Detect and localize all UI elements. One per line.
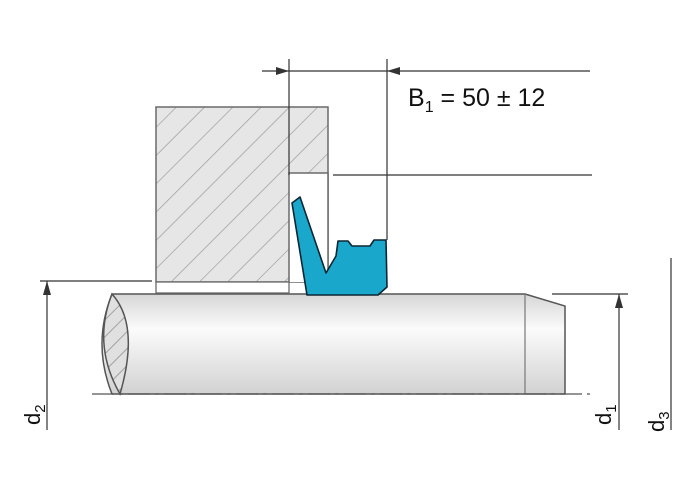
- d2-main: d: [20, 413, 45, 425]
- b1-label: B1 = 50 ± 12: [408, 84, 545, 116]
- groove-outline: [288, 172, 329, 282]
- d1-sub: 1: [603, 404, 620, 412]
- b1-value: = 50 ± 12: [434, 84, 546, 112]
- d3-sub: 3: [656, 411, 673, 419]
- b1-arrow-right: [387, 67, 400, 75]
- d3-label: d3: [644, 411, 673, 432]
- d1-main: d: [591, 413, 616, 425]
- b1-arrow-left: [276, 67, 289, 75]
- d1-arrow: [615, 294, 623, 308]
- d1-label: d1: [591, 404, 620, 425]
- b1-main: B: [408, 84, 425, 112]
- shaft: [101, 293, 566, 395]
- b1-sub: 1: [425, 99, 434, 116]
- d3-main: d: [644, 420, 669, 432]
- housing-bore-strip: [155, 281, 290, 294]
- d2-arrow: [43, 281, 51, 295]
- d2-sub: 2: [32, 404, 49, 412]
- d2-label: d2: [20, 404, 49, 425]
- seal: [291, 196, 388, 296]
